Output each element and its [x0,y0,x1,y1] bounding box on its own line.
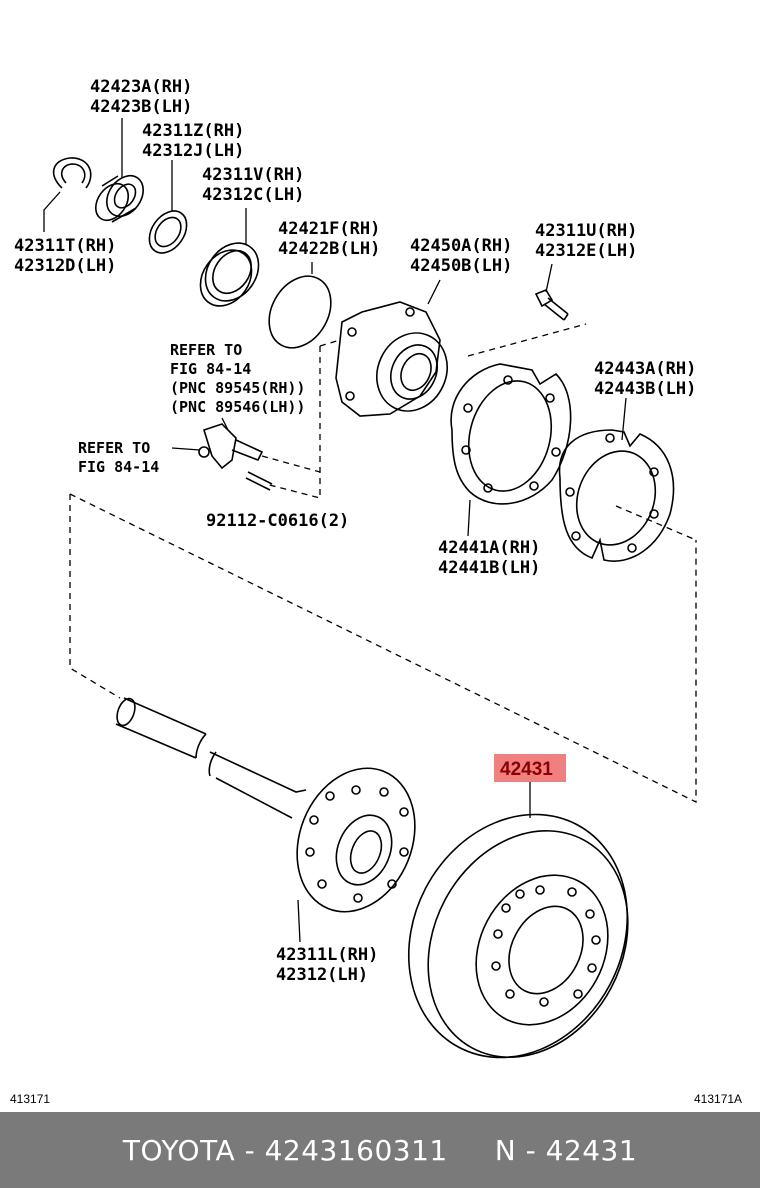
axle-shaft-part [115,697,416,913]
speed-sensor-part [198,423,264,470]
highlight-box [494,754,566,782]
label-42421: 42421F(RH)42422B(LH) [278,219,380,259]
label-42311z: 42311Z(RH)42312J(LH) [142,121,244,161]
label-42431-highlight: 42431 [500,759,553,780]
label-42423: 42423A(RH)42423B(LH) [90,77,192,117]
label-bolt-92112: 92112-C0616(2) [206,511,349,531]
hub-bolt-part [534,289,569,321]
leader-lines [43,118,627,943]
label-42443: 42443A(RH)42443B(LH) [594,359,696,399]
exploded-parts-diagram: 42423A(RH)42423B(LH) 42311Z(RH)42312J(LH… [10,77,742,1106]
label-42441: 42441A(RH)42441B(LH) [438,538,540,578]
label-42311u: 42311U(RH)42312E(LH) [535,221,637,261]
label-42311l: 42311L(RH)42312(LH) [276,945,378,985]
footer-part-number: TOYOTA - 4243160311 N - 42431 [122,1133,638,1167]
brake-disc-part [407,813,629,1059]
diagram-code-right: 413171A [694,1092,742,1106]
backing-plate-part [450,363,572,505]
assembly-guide-lines [69,323,697,804]
ring-part [148,210,188,254]
diagram-code-left: 413171 [10,1092,50,1106]
snap-ring-part [52,157,92,189]
stud-bolt-part [245,471,273,491]
label-42311t: 42311T(RH)42312D(LH) [14,236,116,276]
gasket-part [558,429,675,562]
label-42311v: 42311V(RH)42312C(LH) [202,165,304,205]
bearing-part [94,174,144,223]
footer-bar: TOYOTA - 4243160311 N - 42431 [0,1112,760,1188]
oil-seal-part [199,242,260,307]
label-42450: 42450A(RH)42450B(LH) [410,236,512,276]
axle-hub-part [335,301,448,417]
o-ring-part [268,275,332,349]
